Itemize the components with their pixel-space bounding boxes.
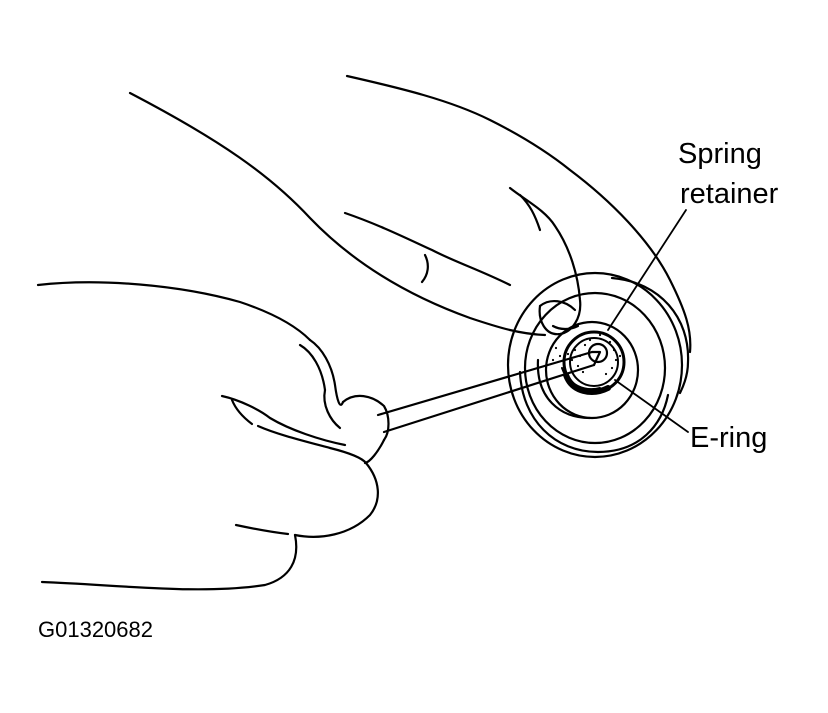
spring-retainer-stipple	[551, 333, 622, 376]
figure-id: G01320682	[38, 617, 153, 642]
callout-e-ring: E-ring	[690, 422, 768, 454]
upper-hand	[128, 74, 692, 354]
leader-lines	[607, 209, 689, 433]
e-ring-assembly	[561, 330, 626, 395]
lower-hand	[36, 281, 379, 591]
callout-spring-retainer-line1: Spring	[678, 138, 762, 170]
rotor-housing	[506, 271, 690, 459]
screwdriver	[341, 350, 602, 465]
callout-spring-retainer-line2: retainer	[680, 178, 779, 210]
